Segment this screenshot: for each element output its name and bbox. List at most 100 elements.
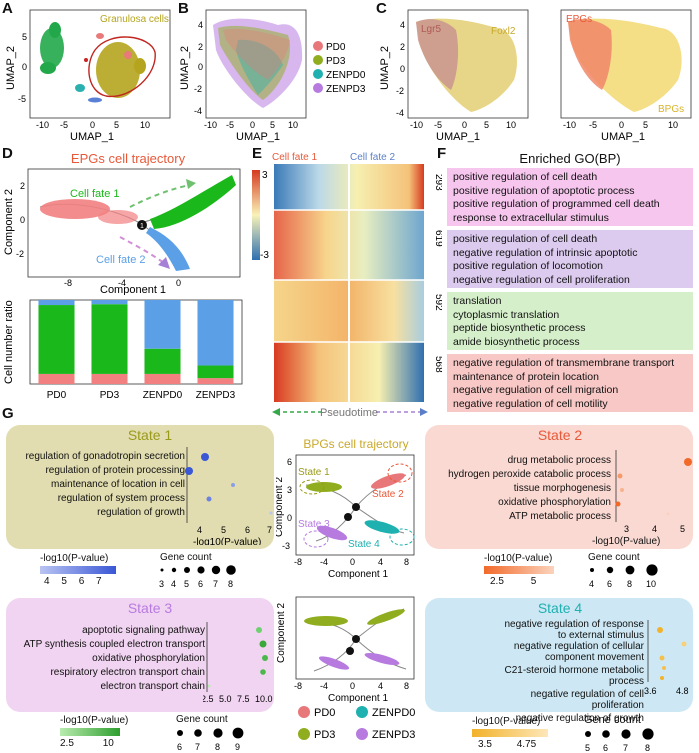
cluster-619: 619 (433, 230, 442, 247)
svg-text:-4: -4 (396, 108, 404, 118)
bar-segment-zenpd3-0 (197, 378, 234, 384)
bar-ylabel: Cell number ratio (3, 300, 15, 384)
svg-text:-2: -2 (194, 84, 202, 94)
state3-term: apoptotic signaling pathway (82, 625, 205, 636)
e-fate1: Cell fate 1 (272, 152, 317, 163)
a-ytick: 5 (22, 32, 27, 42)
svg-text:5: 5 (270, 120, 275, 130)
state4-term: negative regulation of response to exter… (504, 619, 644, 641)
a-xlabel: UMAP_1 (70, 131, 114, 143)
state1-term: regulation of system process (57, 493, 185, 504)
state2-scale-ticks: 2.5 5 (490, 576, 537, 587)
c-ylabel: UMAP_2 (379, 46, 391, 90)
panel-label-a: A (2, 0, 13, 17)
b-ylabel: UMAP_2 (179, 46, 191, 90)
svg-text:-5: -5 (434, 120, 442, 130)
bar-category-label: ZENPD0 (143, 390, 183, 401)
legend-pd0: PD0 (326, 42, 346, 53)
bpgs-ylabel-2: Component 2 (276, 603, 287, 663)
svg-text:8: 8 (404, 681, 409, 691)
g-legend-zenpd3: ZENPD3 (372, 729, 415, 741)
bar-segment-zenpd3-1 (197, 365, 234, 379)
state3-term: electron transport chain (100, 681, 205, 692)
svg-text:6: 6 (287, 457, 292, 467)
svg-text:5: 5 (484, 120, 489, 130)
legend-dot (313, 69, 323, 79)
bpgs-state3: State 3 (298, 519, 330, 530)
panel-b-umap: PD0 PD3 ZENPD0 ZENPD3 UMAP_1 UMAP_2 -10-… (179, 9, 366, 143)
svg-text:-10: -10 (563, 120, 576, 130)
svg-text:5.0: 5.0 (219, 694, 232, 704)
svg-text:8: 8 (215, 742, 220, 752)
state3-term: respiratory electron transport chain (50, 667, 205, 678)
svg-text:6: 6 (607, 579, 612, 589)
state2-xlabel: -log10(P-value) (592, 536, 661, 547)
go-group-4: negative regulation of transmembrane tra… (447, 354, 693, 412)
panel-e-heatmap: Cell fate 1 Cell fate 2 3 -3 293 619 592… (252, 152, 442, 419)
svg-text:6: 6 (603, 743, 608, 753)
cluster-293: 293 (433, 174, 442, 191)
svg-text:2: 2 (20, 181, 25, 191)
state3-scale-label: -log10(P-value) (60, 715, 129, 726)
state4-scale-bar (472, 729, 548, 737)
svg-text:5: 5 (184, 579, 189, 589)
g-legend-pd0: PD0 (314, 707, 335, 719)
bar-segment-zenpd0-2 (144, 300, 181, 349)
state3-box (6, 598, 274, 712)
svg-text:-10: -10 (204, 120, 217, 130)
label-bpgs: BPGs (658, 104, 684, 115)
bar-segment-zenpd3-2 (197, 300, 234, 366)
svg-text:-3: -3 (282, 541, 290, 551)
panel-d-trajectory: EPGs cell trajectory 1 Cell fate 1 Cell … (3, 151, 241, 295)
svg-text:10: 10 (668, 120, 678, 130)
state4-terms: negative regulation of response to exter… (494, 619, 644, 724)
svg-text:5: 5 (221, 525, 226, 535)
e-xlabel: Pseudotime (320, 407, 378, 419)
state1-title: State 1 (127, 427, 173, 443)
a-xtick: -10 (36, 120, 49, 130)
d-fate1: Cell fate 1 (70, 188, 120, 200)
state2-term: tissue morphogenesis (513, 483, 611, 494)
bar-segment-pd3-2 (91, 300, 128, 305)
svg-text:4: 4 (400, 20, 405, 30)
cluster-592: 592 (433, 294, 442, 311)
svg-text:7.5: 7.5 (237, 694, 250, 704)
state1-count-label: Gene count (160, 552, 212, 563)
svg-text:9: 9 (235, 742, 240, 752)
label-epgs: EPGs (566, 14, 592, 25)
svg-text:2.5: 2.5 (203, 694, 214, 704)
state2-box (425, 425, 693, 549)
g-legend-zenpd0: ZENPD0 (372, 707, 415, 719)
state3-scale-bar (60, 728, 120, 736)
svg-text:8: 8 (645, 743, 650, 753)
svg-text:0: 0 (20, 215, 25, 225)
panel-label-g: G (2, 405, 14, 422)
svg-text:4: 4 (197, 525, 202, 535)
a-ytick: -5 (18, 94, 26, 104)
svg-text:-2: -2 (16, 249, 24, 259)
a-xtick: 5 (114, 120, 119, 130)
bar-segment-pd0-2 (38, 300, 75, 306)
svg-text:4: 4 (652, 524, 657, 534)
svg-text:7: 7 (267, 525, 272, 535)
c-xlabel-right: UMAP_1 (601, 131, 645, 143)
svg-text:4: 4 (378, 557, 383, 567)
svg-text:0: 0 (176, 278, 181, 288)
bpgs-xlabel: Component 1 (328, 569, 388, 580)
svg-text:-5: -5 (226, 120, 234, 130)
umap-a-clusters (40, 22, 156, 103)
state4-term: negative regulation of cell proliferatio… (530, 689, 644, 711)
bar-category-label: PD3 (100, 390, 120, 401)
state1-term: maintenance of location in cell (51, 479, 185, 490)
svg-text:10.0: 10.0 (255, 694, 273, 704)
state3-count-label: Gene count (176, 714, 228, 725)
state1-xlabel: -log10(P-value) (193, 537, 261, 545)
svg-text:-5: -5 (589, 120, 597, 130)
g-legend-pd3: PD3 (314, 729, 335, 741)
state3-title: State 3 (127, 600, 173, 616)
bpgs-state1: State 1 (298, 467, 330, 478)
